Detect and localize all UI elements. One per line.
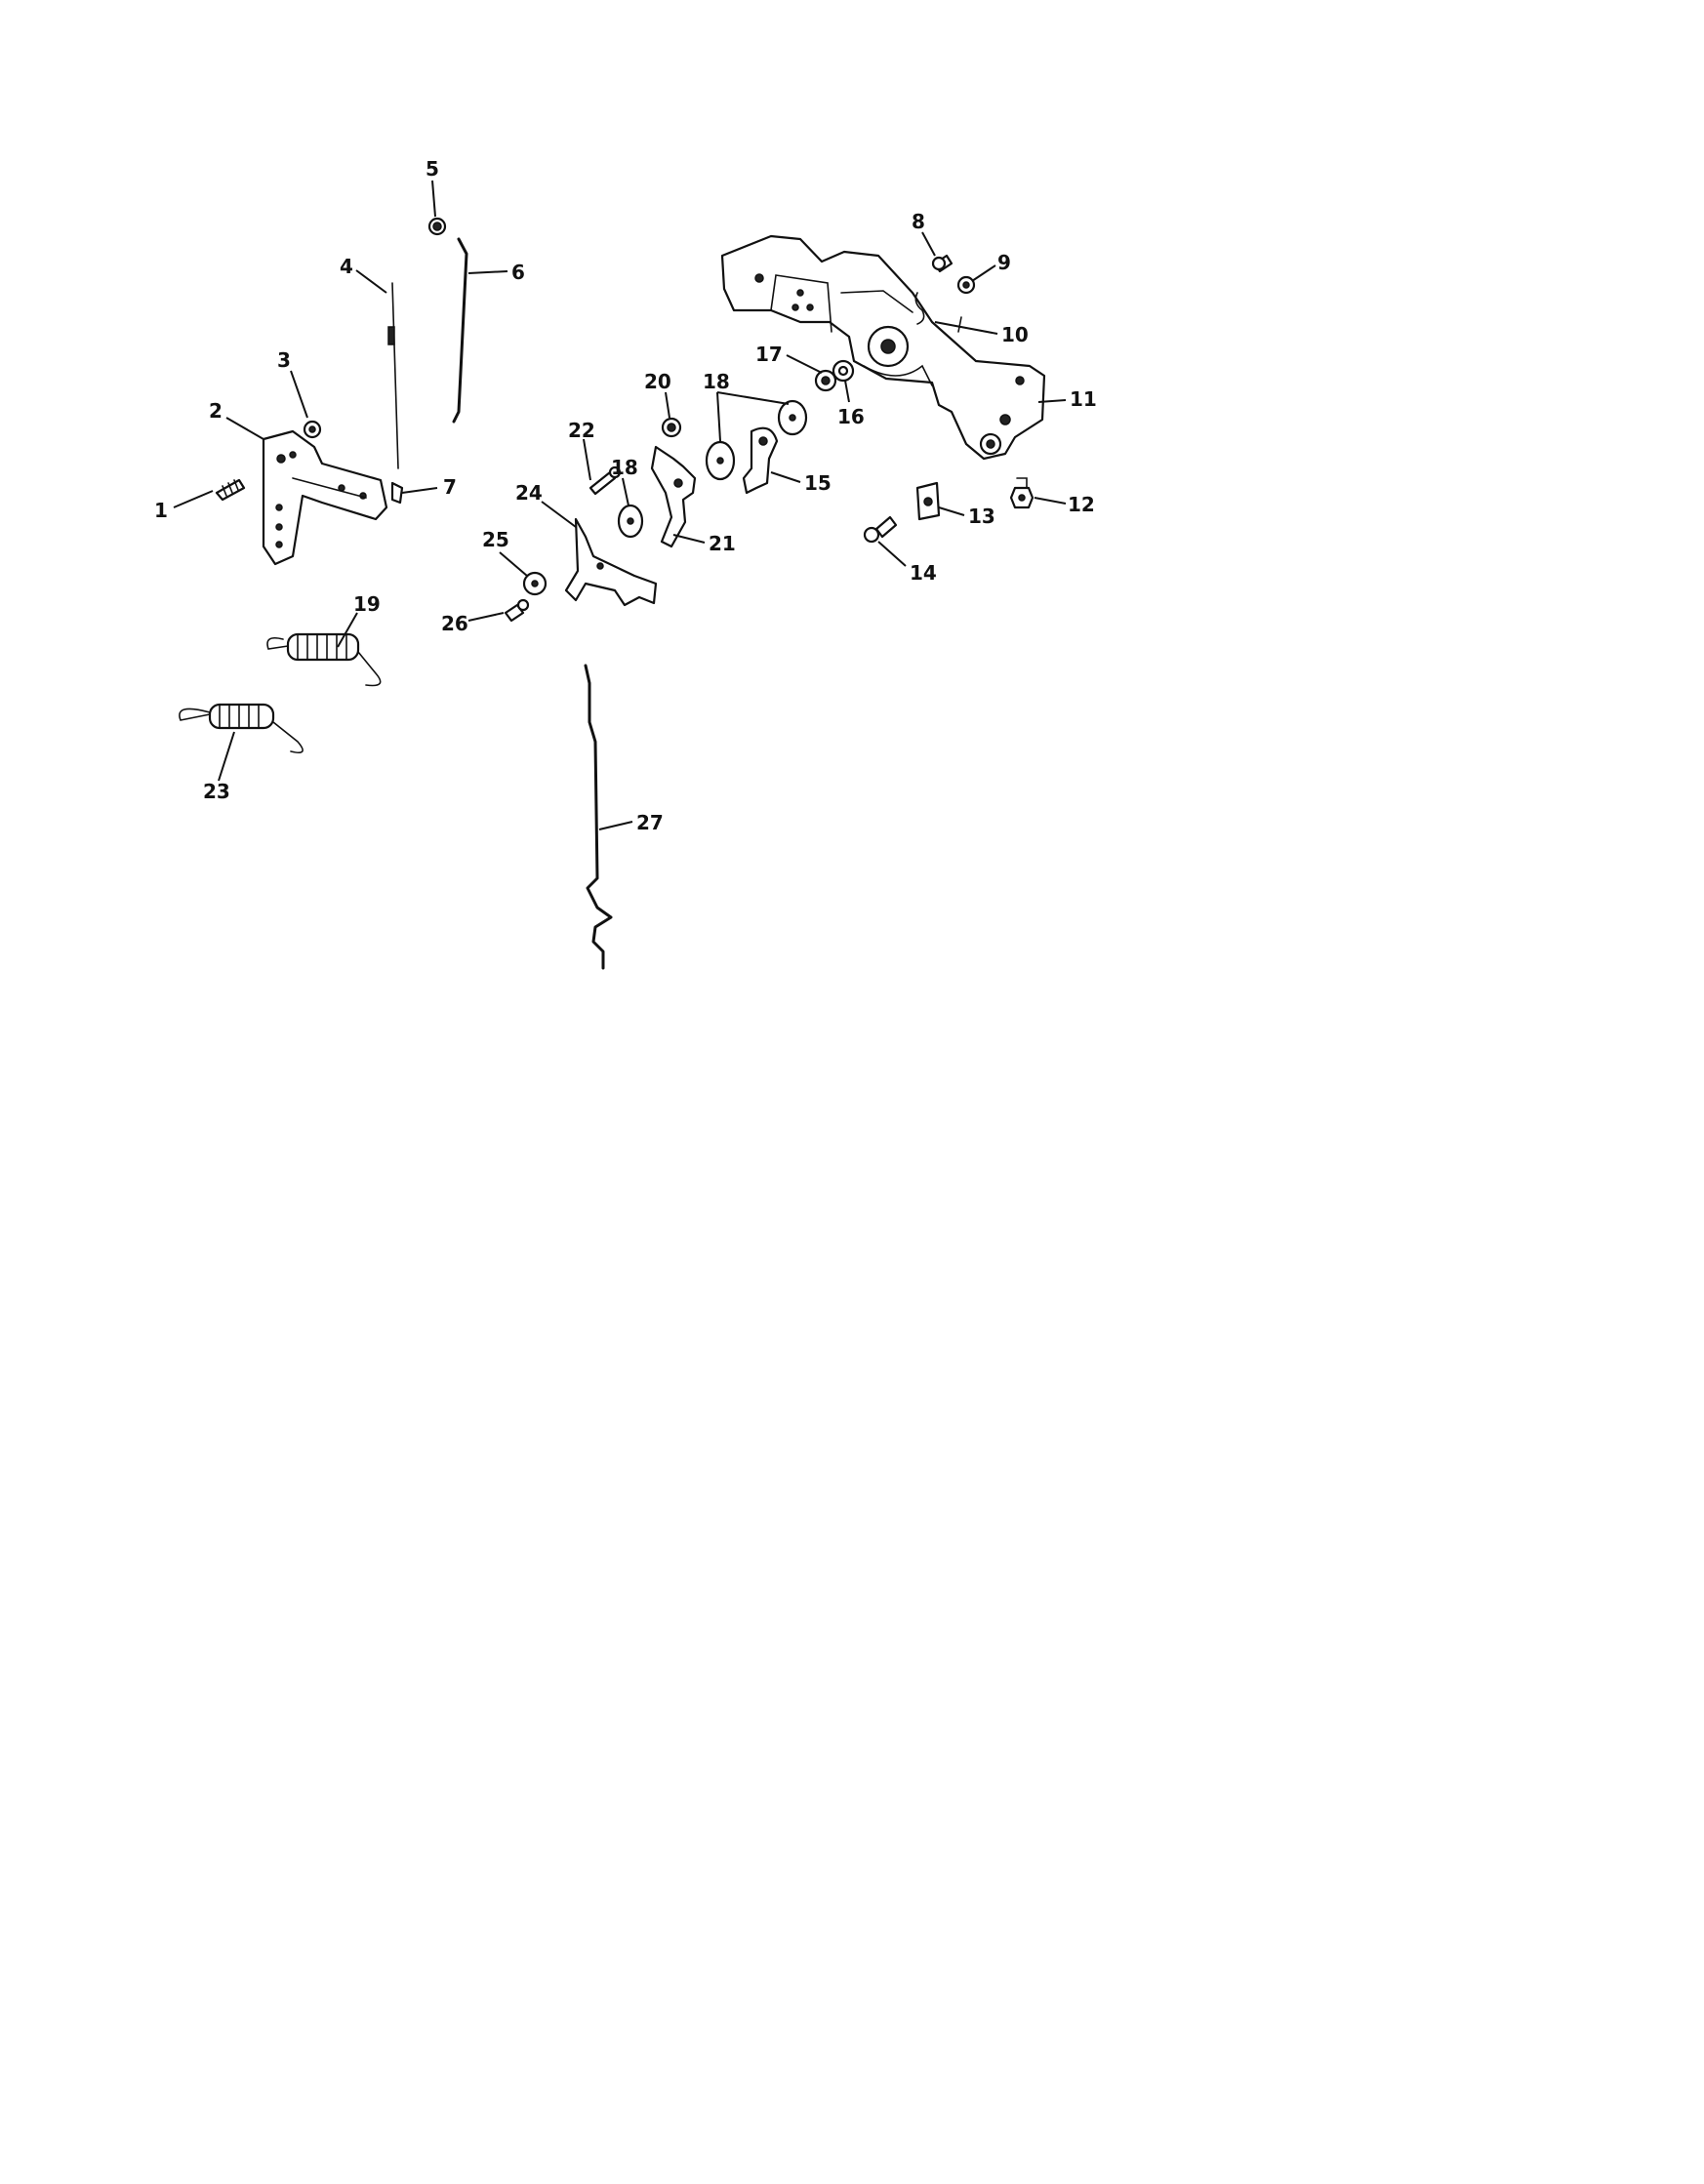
callout-12: 12 xyxy=(1068,493,1095,516)
part-16-bushing xyxy=(832,359,855,383)
part-23-spring xyxy=(179,703,304,754)
part-6-rod xyxy=(452,237,468,424)
callout-1: 1 xyxy=(154,499,168,522)
callout-17: 17 xyxy=(755,343,783,366)
callout-27: 27 xyxy=(636,811,664,834)
callout-7: 7 xyxy=(443,475,457,499)
part-10-spring xyxy=(914,292,962,333)
callout-labels: 1 2 3 4 5 6 7 8 9 10 11 12 13 14 15 16 1… xyxy=(154,157,1097,834)
callout-24: 24 xyxy=(515,481,543,505)
callout-10: 10 xyxy=(1001,323,1029,346)
part-14-bolt xyxy=(863,515,898,544)
callout-21: 21 xyxy=(709,532,736,555)
part-27-link-rod xyxy=(584,664,613,970)
callout-11: 11 xyxy=(1070,387,1097,411)
part-13-clip xyxy=(915,481,941,521)
callout-18a: 18 xyxy=(703,370,730,393)
callout-9: 9 xyxy=(997,251,1011,274)
callout-18b: 18 xyxy=(611,456,638,479)
part-2-lever-bracket xyxy=(262,429,388,566)
part-19-spring xyxy=(266,632,382,687)
callout-19: 19 xyxy=(353,592,381,616)
callout-20: 20 xyxy=(644,370,671,393)
part-15-lever xyxy=(742,426,779,495)
part-7-clip xyxy=(390,481,404,505)
callout-8: 8 xyxy=(912,210,925,233)
part-24-lever xyxy=(564,517,658,607)
part-5-nut xyxy=(427,217,447,236)
part-22-screw xyxy=(588,465,622,496)
part-18-washer-left xyxy=(617,504,644,539)
callout-16: 16 xyxy=(837,405,865,428)
part-8-screw xyxy=(931,254,953,273)
callout-2: 2 xyxy=(209,399,223,423)
part-1-screw xyxy=(215,478,246,502)
part-21-lever xyxy=(650,445,697,548)
part-12-nut xyxy=(1009,477,1035,509)
leader-lines xyxy=(173,180,1067,830)
callout-23: 23 xyxy=(203,780,230,803)
callout-13: 13 xyxy=(968,505,995,528)
callout-25: 25 xyxy=(482,528,509,551)
callout-15: 15 xyxy=(804,471,832,495)
callout-4: 4 xyxy=(340,255,353,278)
part-9-nut xyxy=(956,275,976,295)
callout-5: 5 xyxy=(426,157,439,181)
part-3-nut xyxy=(303,420,322,439)
part-25-washer xyxy=(522,571,548,596)
part-17-nut xyxy=(814,369,837,392)
callout-6: 6 xyxy=(511,261,525,284)
part-20-nut xyxy=(661,417,682,438)
callout-26: 26 xyxy=(441,612,468,635)
callout-22: 22 xyxy=(568,419,595,442)
part-4-rod xyxy=(387,282,399,469)
part-18-washer-pair xyxy=(705,399,808,481)
callout-3: 3 xyxy=(277,348,291,372)
part-26-screw xyxy=(504,598,530,623)
part-11-bracket-plate xyxy=(720,234,1046,461)
callout-14: 14 xyxy=(910,561,937,585)
